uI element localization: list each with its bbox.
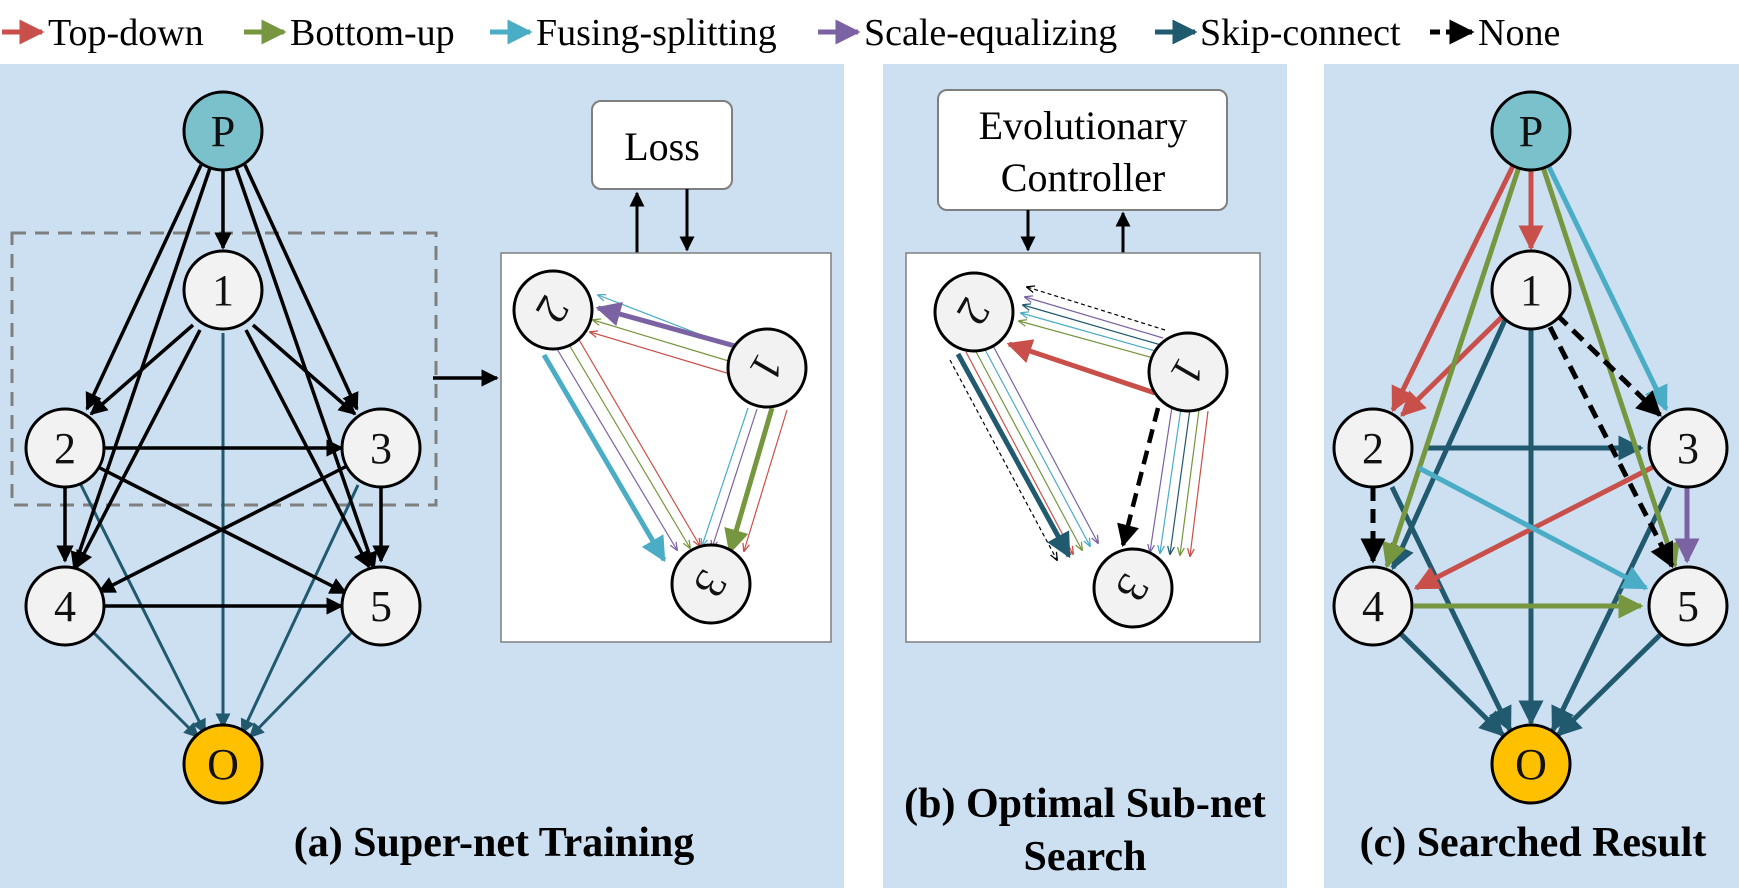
- svg-text:P: P: [211, 107, 235, 156]
- svg-text:Evolutionary: Evolutionary: [979, 103, 1188, 148]
- cell-box: [905, 252, 1261, 643]
- node-1: 1: [1490, 249, 1572, 331]
- cell-node-2: 2: [512, 269, 594, 351]
- panel-caption-line2: Search: [1024, 834, 1147, 880]
- cell-node-1: 1: [1147, 331, 1229, 413]
- node-o: O: [182, 723, 264, 805]
- svg-text:4: 4: [1362, 582, 1384, 631]
- node-3: 3: [340, 407, 422, 489]
- legend-label: Bottom-up: [290, 12, 455, 54]
- legend-item-skip-connect: Skip-connect: [1155, 12, 1401, 54]
- svg-text:2: 2: [1362, 424, 1384, 473]
- legend-label: Fusing-splitting: [536, 12, 777, 54]
- legend-item-fusing-splitting: Fusing-splitting: [490, 12, 777, 54]
- svg-text:O: O: [207, 740, 239, 789]
- legend-item-none: None: [1430, 12, 1560, 54]
- fusing-splitting-edges: [1417, 165, 1669, 591]
- legend: Top-down Bottom-up Fusing-splitting Scal…: [2, 12, 1560, 54]
- panel-caption-line1: (b) Optimal Sub-net: [904, 781, 1266, 827]
- svg-text:2: 2: [54, 424, 76, 473]
- loss-box: Loss: [591, 100, 733, 190]
- node-1: 1: [182, 249, 264, 331]
- svg-text:5: 5: [1677, 582, 1699, 631]
- panel-supernet-training: P 1 2 3 4 5 O Loss: [0, 64, 844, 888]
- legend-label: Scale-equalizing: [864, 12, 1117, 54]
- cell-node-1: 1: [726, 327, 808, 409]
- legend-label: None: [1478, 12, 1560, 54]
- cell-edges-1-to-3: [702, 407, 788, 551]
- panel-searched-result: P 1 2 3 4 5 O (c) Searched Result: [1324, 64, 1739, 888]
- legend-label: Top-down: [48, 12, 204, 54]
- legend-item-scale-equalizing: Scale-equalizing: [818, 12, 1117, 54]
- searched-edge-none: [1117, 407, 1161, 548]
- panel-optimal-subnet-search: Evolutionary Controller: [883, 64, 1287, 888]
- cell-edge-fusing-splitting: [541, 353, 667, 563]
- svg-text:O: O: [1515, 740, 1547, 789]
- cell-edges-1-to-3: [1150, 406, 1209, 556]
- node-2: 2: [24, 407, 106, 489]
- node-p: P: [182, 90, 264, 172]
- legend-label: Skip-connect: [1200, 12, 1401, 54]
- cell-edges-1-to-2: [1019, 287, 1166, 360]
- svg-text:Controller: Controller: [1001, 155, 1165, 200]
- skip-edges: [78, 333, 360, 739]
- node-2: 2: [1332, 407, 1414, 489]
- cell-node-2: 2: [933, 271, 1015, 353]
- panel-caption: (a) Super-net Training: [294, 820, 695, 866]
- node-p: P: [1490, 90, 1572, 172]
- svg-text:5: 5: [370, 582, 392, 631]
- node-3: 3: [1647, 407, 1729, 489]
- evolutionary-controller-box: Evolutionary Controller: [937, 89, 1228, 211]
- node-4: 4: [24, 565, 106, 647]
- searched-edge-skip-connect: [955, 352, 1072, 559]
- node-4: 4: [1332, 565, 1414, 647]
- none-edges: [1360, 313, 1675, 569]
- node-o: O: [1490, 723, 1572, 805]
- svg-text:Loss: Loss: [624, 124, 700, 169]
- svg-text:P: P: [1519, 107, 1543, 156]
- cell-edge-scale-equalizing: [595, 301, 736, 349]
- black-edges: [56, 164, 390, 615]
- svg-text:3: 3: [370, 424, 392, 473]
- node-5: 5: [340, 565, 422, 647]
- node-5: 5: [1647, 565, 1729, 647]
- svg-text:3: 3: [1677, 424, 1699, 473]
- legend-item-top-down: Top-down: [2, 12, 204, 54]
- cell-edge-bottom-up: [724, 407, 775, 555]
- legend-item-bottom-up: Bottom-up: [244, 12, 455, 54]
- svg-text:1: 1: [1520, 266, 1542, 315]
- panel-caption: (c) Searched Result: [1360, 820, 1707, 866]
- searched-edge-top-down: [1006, 339, 1156, 396]
- cell-edges-2-to-3: [949, 339, 1098, 560]
- svg-text:1: 1: [212, 266, 234, 315]
- cell-node-3: 3: [1092, 547, 1174, 629]
- cell-node-3: 3: [670, 543, 752, 625]
- cell-edges-2-to-3: [556, 337, 700, 550]
- svg-text:4: 4: [54, 582, 76, 631]
